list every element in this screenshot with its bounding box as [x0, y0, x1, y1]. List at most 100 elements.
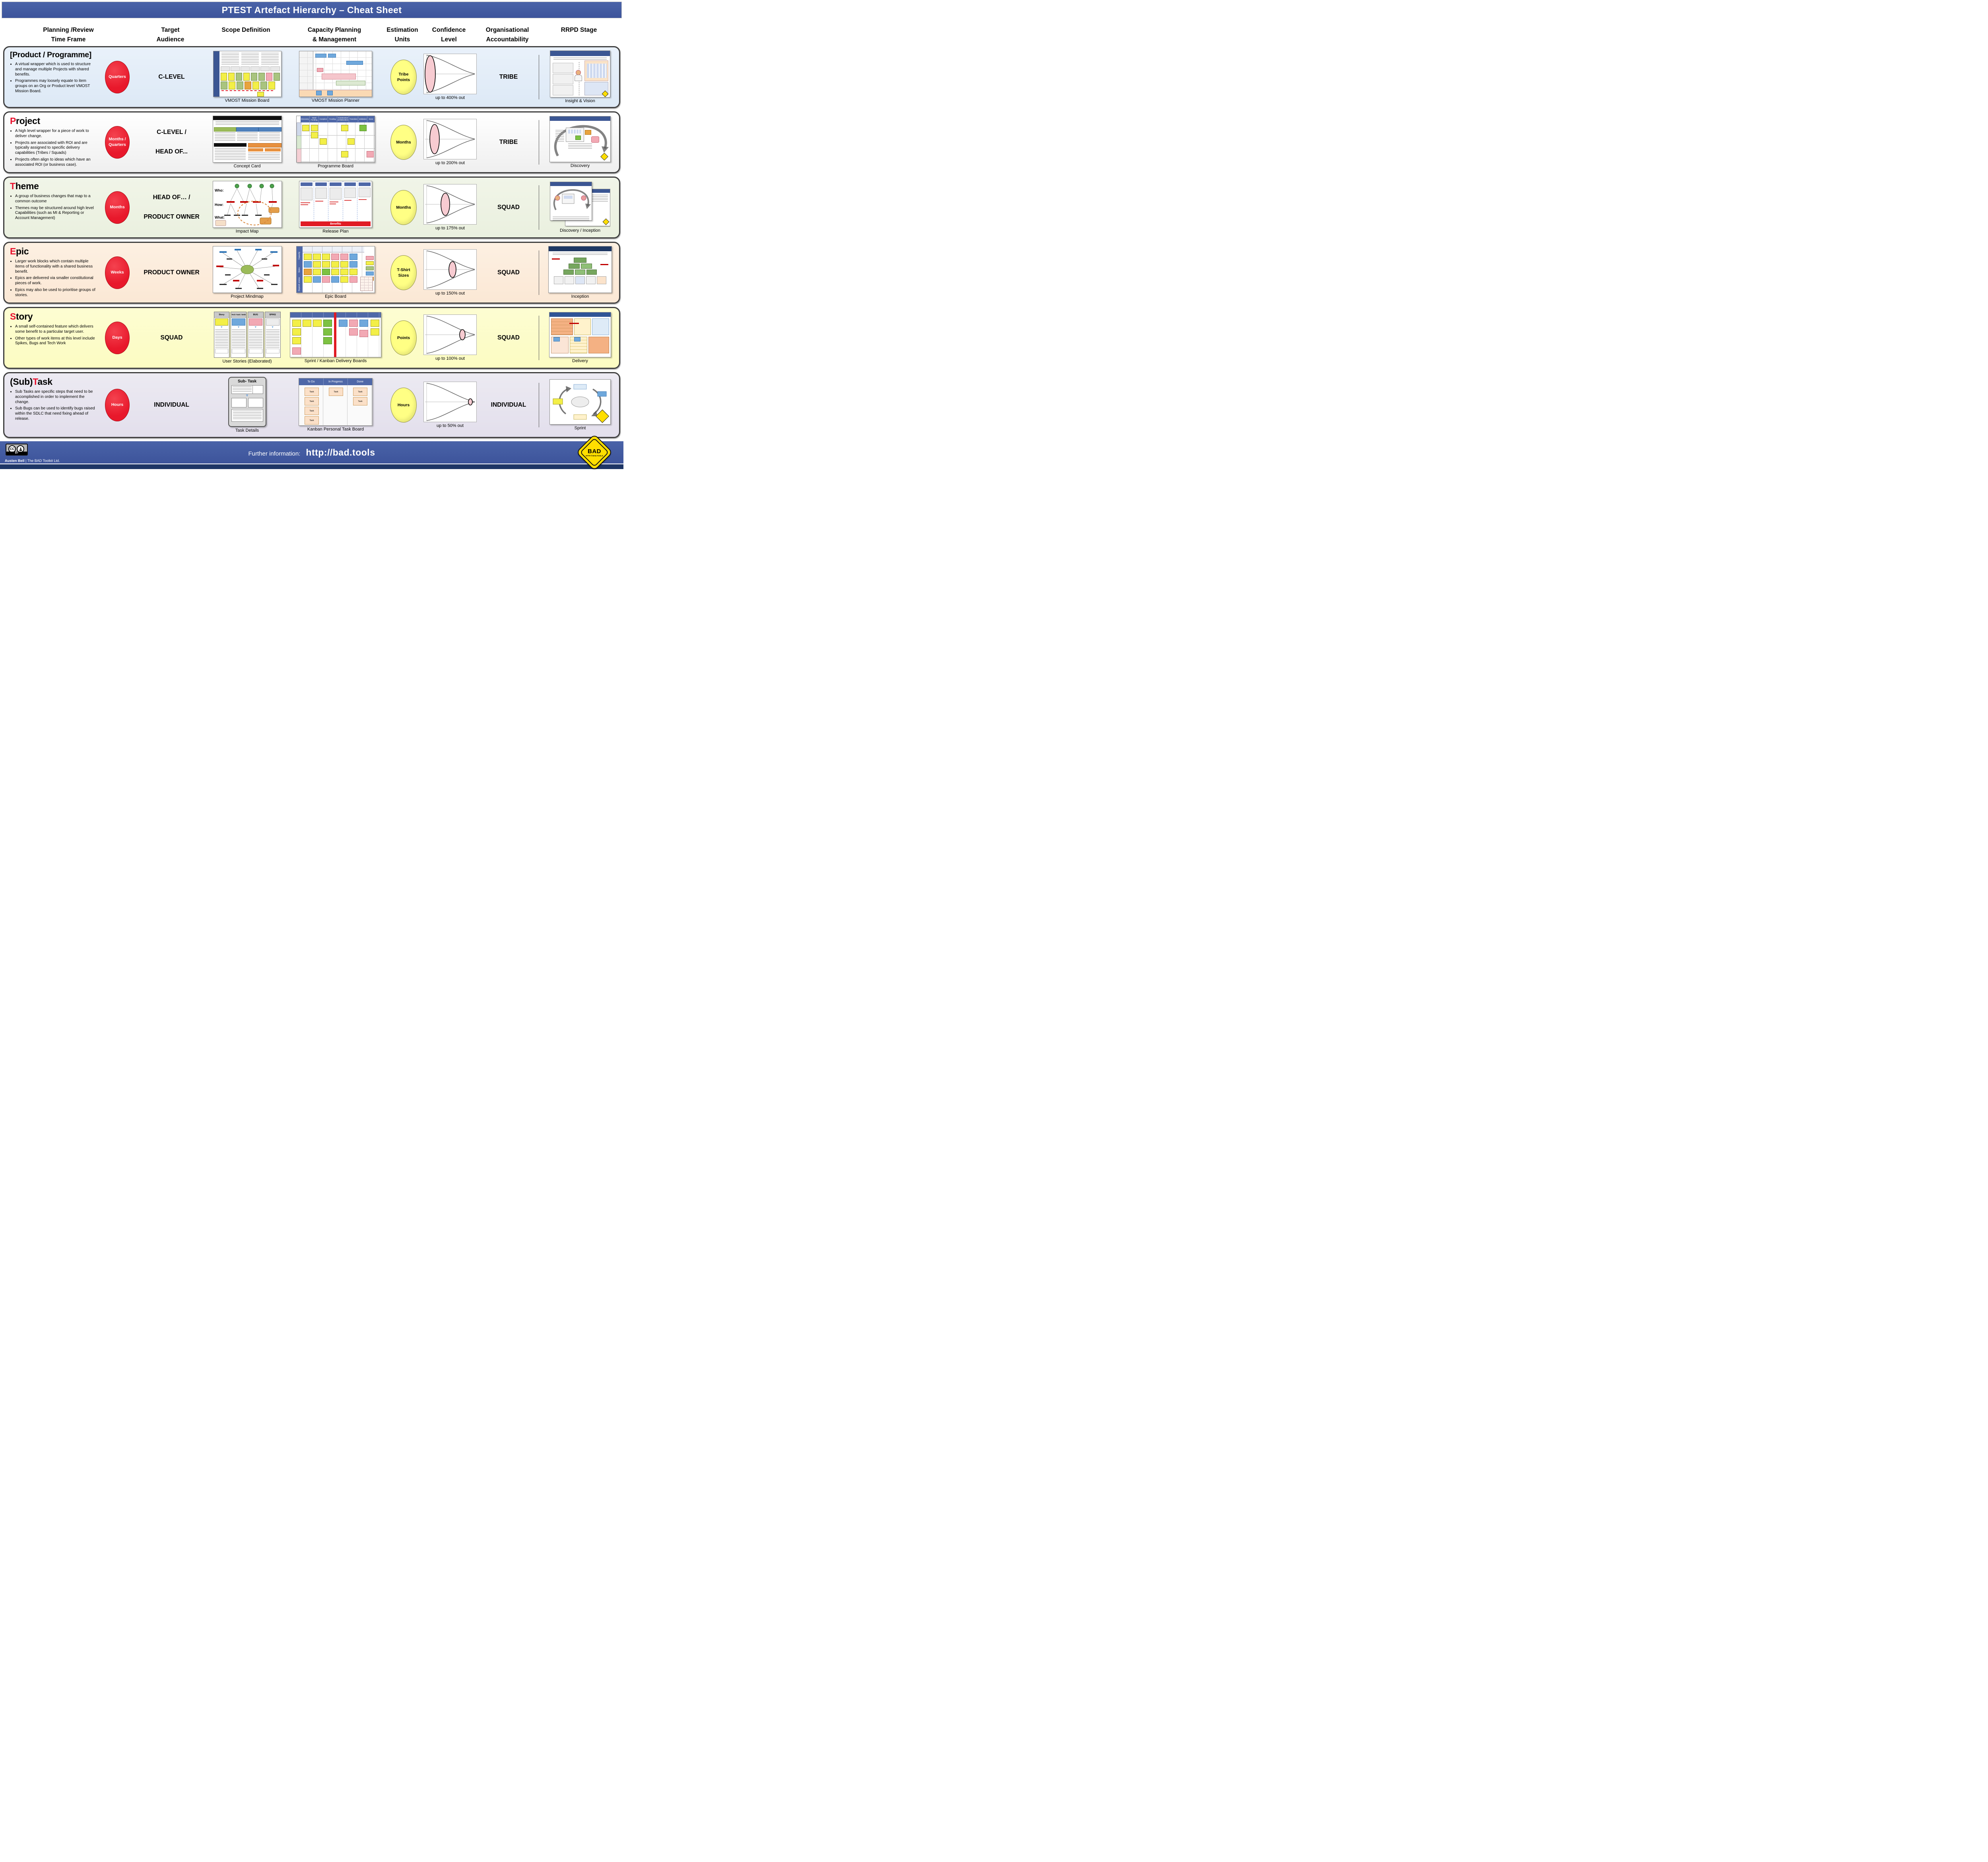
row-title: Epic	[10, 246, 29, 257]
row-epic: Epic Larger work blocks which contain mu…	[3, 242, 620, 304]
delivery-poster-thumbnail	[549, 312, 611, 358]
target-audience: PRODUCT OWNER	[144, 269, 200, 276]
bullet: Projects often align to ideas which have…	[15, 157, 98, 168]
sprint-cycle-thumbnail	[549, 379, 611, 425]
user-stories-thumbnail: Story ▼ Tech Task / Debt ▼ BUG ▼	[214, 312, 281, 358]
confidence-caption: up to 175% out	[435, 226, 465, 231]
rrpd-caption: Discovery / Inception	[559, 228, 601, 233]
column-divider	[539, 383, 541, 428]
column-header-capacity-planning: Capacity Planning& Management	[307, 27, 361, 43]
capacity-caption: Programme Board	[318, 164, 353, 169]
scope-caption: Impact Map	[235, 229, 259, 234]
cc-by-license-icon: CC BY	[6, 444, 28, 456]
confidence-funnel-figure	[423, 249, 477, 290]
target-audience: HEAD OF… /PRODUCT OWNER	[144, 194, 200, 221]
epic-description: Epic Larger work blocks which contain mu…	[4, 243, 100, 301]
vmost-mission-planner-thumbnail	[299, 51, 372, 97]
row-title: [Product / Programme]	[10, 50, 91, 60]
confidence-caption: up to 50% out	[437, 423, 464, 429]
discovery-poster-thumbnail	[549, 116, 611, 163]
time-frame-badge: Days	[105, 322, 130, 355]
release-plan-thumbnail: Benefits	[299, 181, 372, 228]
accountability-label: TRIBE	[499, 74, 518, 81]
concept-card-thumbnail	[212, 116, 282, 163]
column-divider	[539, 185, 541, 230]
insight-vision-poster-thumbnail	[550, 50, 610, 98]
column-divider	[539, 120, 541, 165]
programme-board-thumbnail: Discovery Seed Funding Inception Funding…	[296, 116, 375, 163]
scope-caption: VMOST Mission Board	[225, 98, 270, 103]
scope-caption: Concept Card	[233, 164, 261, 169]
confidence-caption: up to 400% out	[435, 95, 465, 101]
accountability-label: INDIVIDUAL	[491, 401, 526, 409]
svg-text:What:: What:	[215, 215, 225, 219]
further-information: Further information: http://bad.tools	[248, 447, 375, 458]
bottom-strip	[0, 464, 623, 469]
estimation-units-badge: Hours	[390, 388, 417, 423]
further-information-label: Further information:	[248, 450, 301, 457]
time-frame-badge: Weeks	[105, 256, 130, 289]
bullet: Themes may be structured around high lev…	[15, 206, 98, 221]
row-title: (Sub)Task	[10, 376, 52, 387]
accountability-label: SQUAD	[497, 204, 520, 211]
product-programme-description: [Product / Programme] A virtual wrapper …	[4, 47, 100, 97]
inception-poster-thumbnail	[548, 246, 612, 293]
row-project: Project A high level wrapper for a piece…	[3, 111, 620, 174]
accountability-label: TRIBE	[499, 139, 518, 146]
bullet: Programmes may loosely equate to item gr…	[15, 79, 98, 94]
project-description: Project A high level wrapper for a piece…	[4, 112, 100, 171]
epic-board-thumbnail: Capacity Epics Depend- encies	[296, 246, 375, 293]
bullet: Epics may also be used to prioritise gro…	[15, 288, 98, 298]
bullet: Sub Bugs can be used to identify bugs ra…	[15, 406, 98, 421]
subtask-description: (Sub)Task Sub Tasks are specific steps t…	[4, 373, 100, 425]
column-divider	[539, 55, 541, 100]
confidence-caption: up to 150% out	[435, 291, 465, 296]
row-subtask: (Sub)Task Sub Tasks are specific steps t…	[3, 372, 620, 438]
confidence-caption: up to 200% out	[435, 161, 465, 166]
sprint-cycle-arrows	[553, 384, 607, 420]
story-description: Story A small self-contained feature whi…	[4, 308, 100, 349]
bullet: A small self-contained feature which del…	[15, 324, 98, 335]
column-divider	[539, 250, 541, 295]
footer-bar: CC BY Austen Bell | The BAD Toolkit Ltd.…	[0, 434, 623, 471]
vmost-mission-board-thumbnail	[213, 51, 282, 97]
capacity-caption: VMOST Mission Planner	[311, 98, 360, 103]
row-theme: Theme A group of business changes that m…	[3, 177, 620, 239]
capacity-caption: Release Plan	[322, 229, 349, 234]
bullet: A high level wrapper for a piece of work…	[15, 129, 98, 139]
rrpd-caption: Inception	[571, 294, 589, 299]
target-audience: INDIVIDUAL	[154, 401, 189, 408]
time-frame-badge: Months /Quarters	[105, 126, 130, 159]
column-divider	[539, 316, 541, 361]
page-title: PTEST Artefact Hierarchy – Cheat Sheet	[221, 4, 402, 15]
sub-task-card-title: Sub- Task	[237, 379, 257, 384]
discovery-loop-arrow	[554, 125, 609, 157]
bullet: A group of business changes that map to …	[15, 194, 98, 204]
discovery-inception-posters-thumbnail	[550, 182, 610, 227]
scope-caption: Task Details	[235, 428, 259, 433]
attribution: Austen Bell | The BAD Toolkit Ltd.	[5, 459, 60, 463]
project-mindmap-thumbnail	[212, 246, 282, 293]
theme-description: Theme A group of business changes that m…	[4, 178, 100, 224]
bullet: Other types of work items at this level …	[15, 336, 98, 347]
sprint-kanban-boards-thumbnail	[290, 312, 381, 358]
impact-map-thumbnail: Who: How: What:	[212, 181, 282, 228]
estimation-units-badge: Months	[390, 190, 417, 225]
rrpd-caption: Sprint	[574, 426, 586, 431]
confidence-funnel-figure	[423, 119, 477, 160]
title-bar: PTEST Artefact Hierarchy – Cheat Sheet	[2, 2, 622, 18]
target-audience: C-LEVEL	[158, 73, 185, 80]
release-plan-benefits-bar: Benefits	[301, 221, 371, 227]
time-frame-badge: Months	[105, 191, 130, 224]
row-title: Project	[10, 116, 40, 126]
rrpd-caption: Discovery	[570, 163, 590, 169]
column-header-scope-definition: Scope Definition	[221, 27, 270, 33]
personal-kanban-thumbnail: To Do In Progress Done Task Task Task Ta…	[299, 378, 373, 426]
bad-tools-url: http://bad.tools	[306, 447, 375, 458]
